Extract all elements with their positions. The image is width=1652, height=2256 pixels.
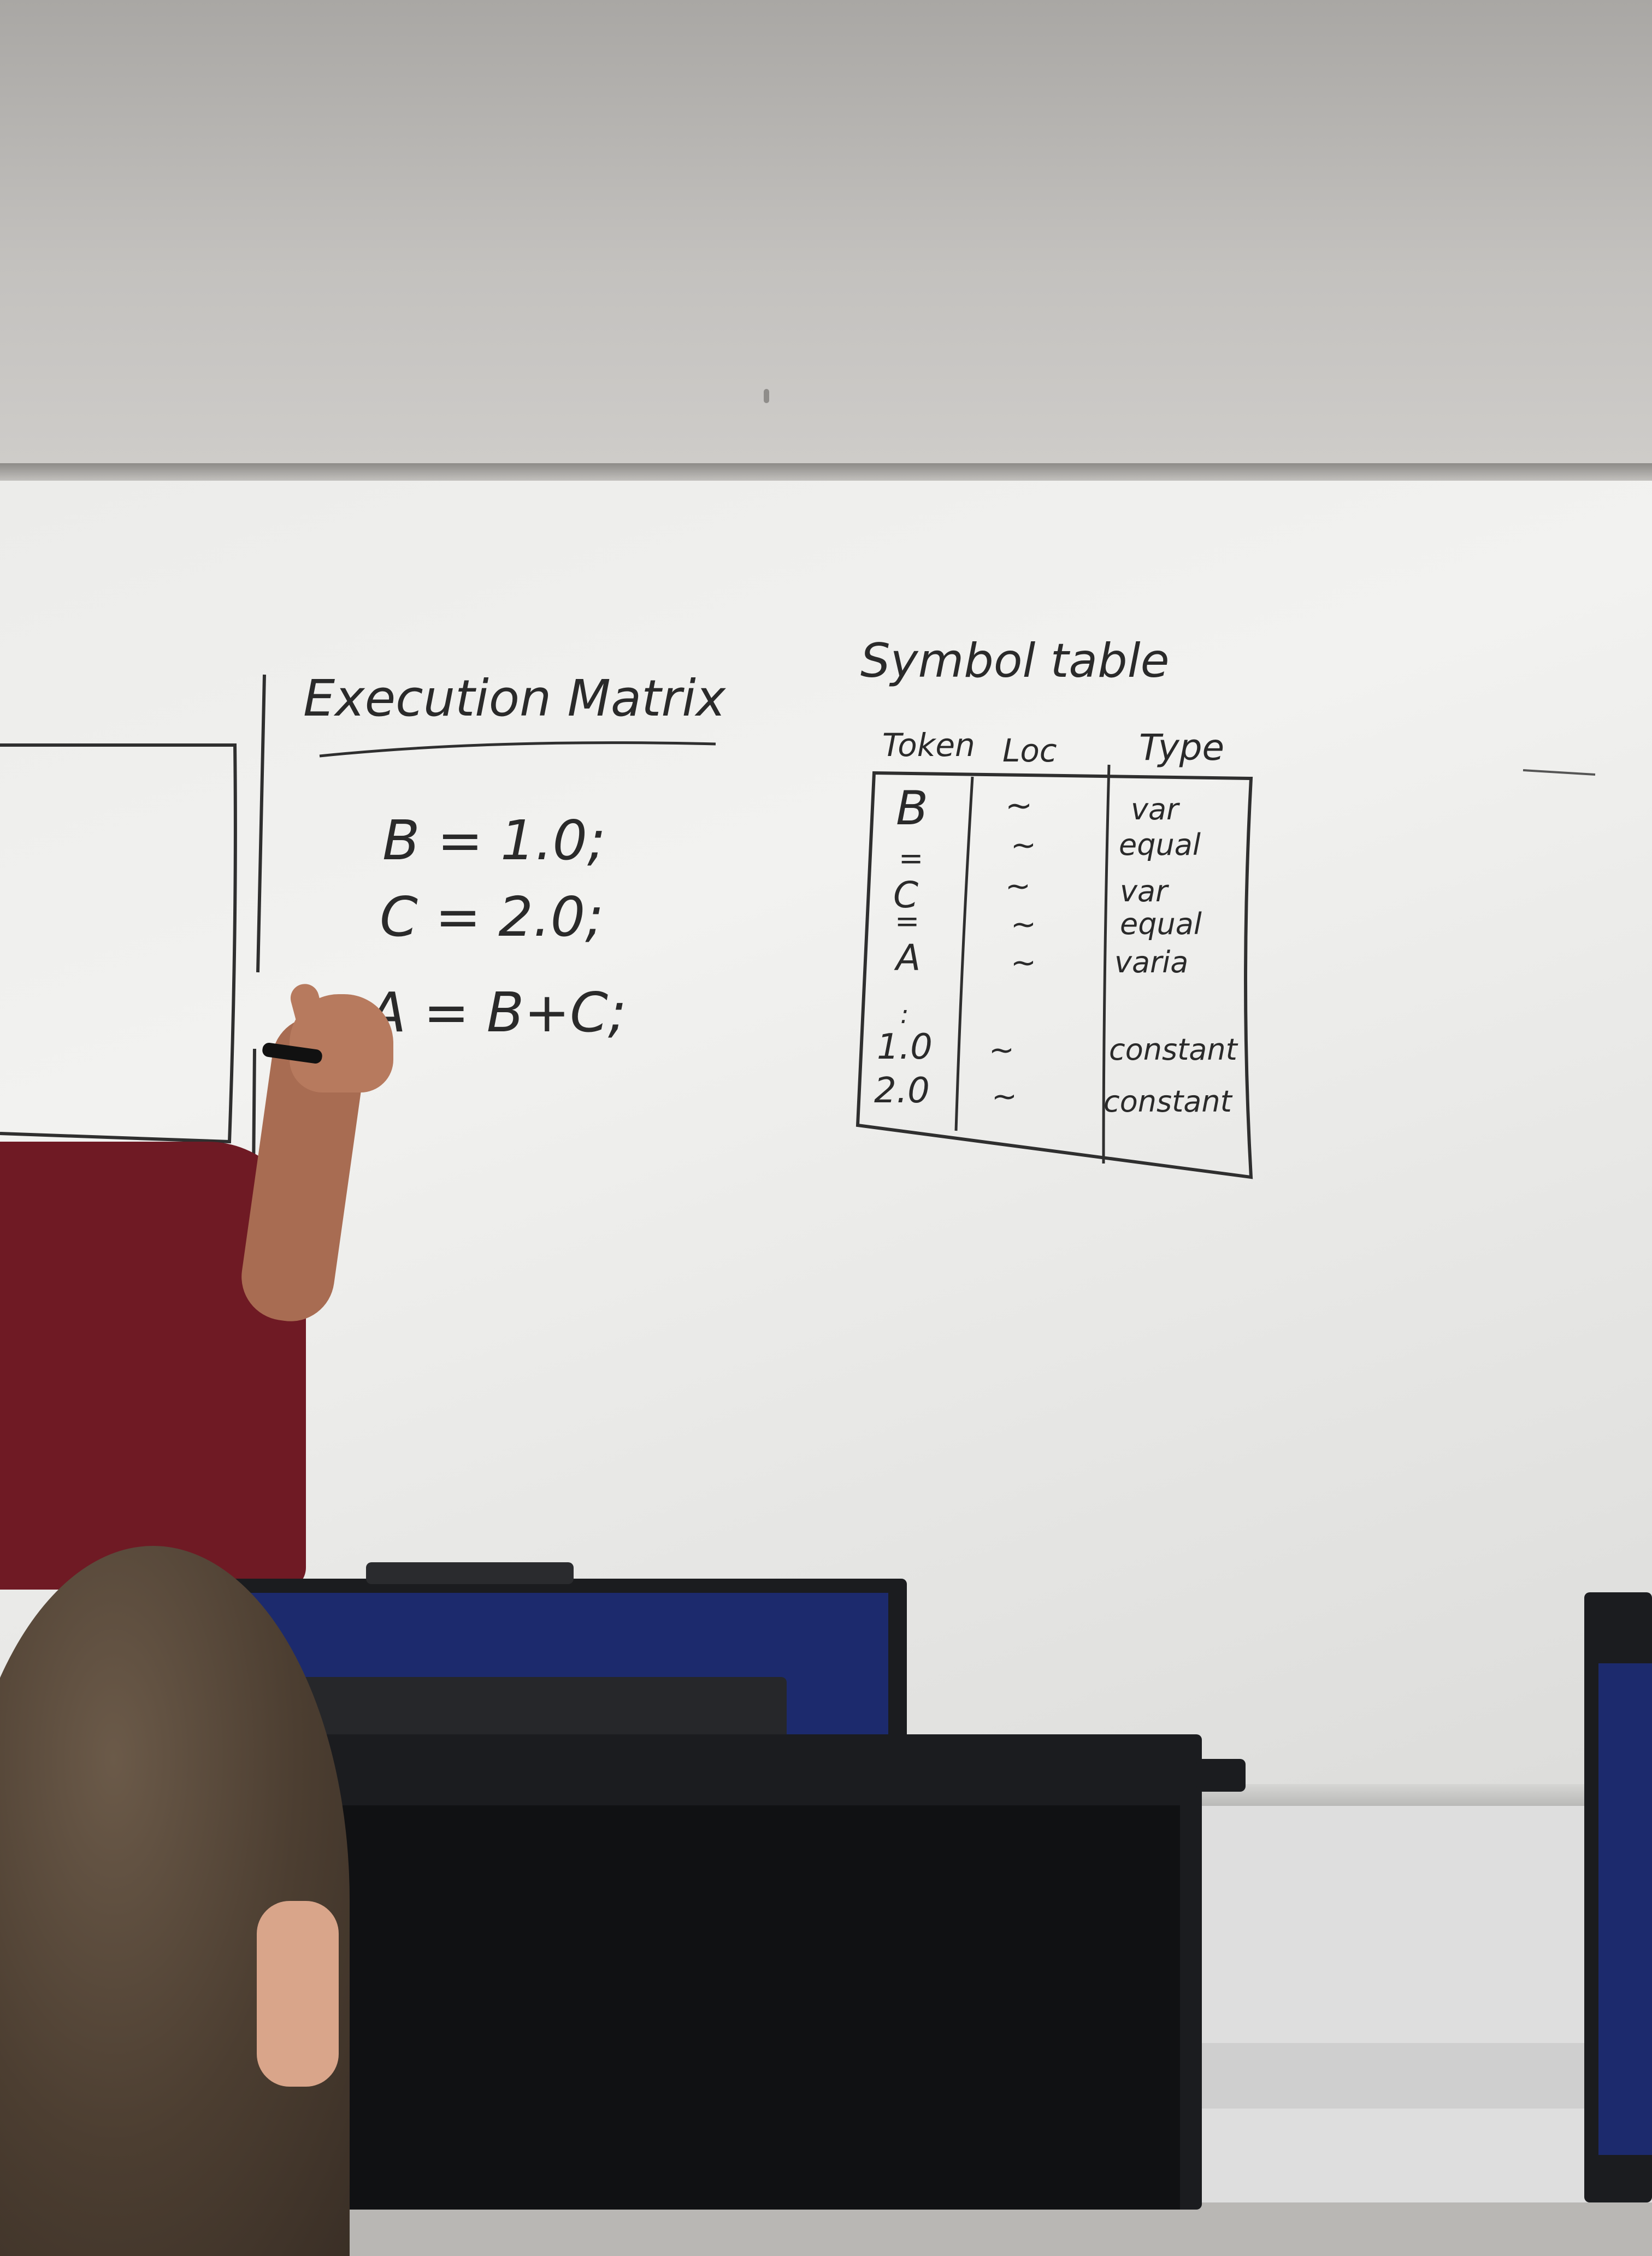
symbol-row-token: = <box>895 904 920 938</box>
symbol-row-loc: ~ <box>989 1032 1014 1068</box>
symbol-row-type: equal <box>1119 828 1201 862</box>
symbol-row-token: 2.0 <box>874 1071 930 1111</box>
symbol-row-token: : <box>900 1000 909 1029</box>
symbol-row-type: constant <box>1109 1032 1237 1067</box>
symbol-row-token: A <box>896 937 921 979</box>
symbol-table-outline <box>856 771 1253 1179</box>
symbol-row-loc: ~ <box>1011 828 1036 863</box>
execution-matrix-heading: Execution Matrix <box>303 669 726 728</box>
execution-line-3: A = B+C; <box>369 981 627 1044</box>
monitor-front <box>273 1734 1202 2210</box>
symbol-row-loc: ~ <box>1005 869 1031 904</box>
symbol-row-type: varia <box>1114 945 1189 979</box>
symbol-row-loc: ~ <box>1011 945 1036 981</box>
symbol-row-loc: ~ <box>1011 907 1036 942</box>
symbol-table-col-loc: Loc <box>1002 732 1057 769</box>
symbol-row-type: equal <box>1120 907 1202 941</box>
divider-line <box>256 674 266 973</box>
board-dash <box>1523 769 1596 776</box>
symbol-row-token: 1.0 <box>877 1027 933 1067</box>
heading-underline <box>319 741 716 758</box>
monitor-screen <box>1598 1663 1652 2155</box>
monitor-right <box>1584 1592 1652 2202</box>
board-drawings <box>0 674 1596 1432</box>
wall-mark <box>764 389 769 403</box>
symbol-row-token: B <box>896 781 928 836</box>
wall <box>0 0 1652 481</box>
student-ear <box>257 1901 339 2087</box>
symbol-row-type: var <box>1131 792 1179 826</box>
monitor-screen <box>295 1805 1180 2210</box>
symbol-row-type: var <box>1120 874 1168 908</box>
symbol-row-token: C <box>893 874 919 916</box>
left-diagram-box <box>0 743 237 1144</box>
symbol-table-col-type: Type <box>1139 727 1225 769</box>
symbol-row-type: constant <box>1104 1084 1232 1119</box>
whiteboard-top-rail <box>0 463 1652 483</box>
symbol-table-col-token: Token <box>882 727 975 764</box>
symbol-table-heading: Symbol table <box>860 634 1170 688</box>
symbol-table-col-2 <box>1102 764 1111 1164</box>
execution-line-1: B = 1.0; <box>382 808 606 872</box>
symbol-row-token: = <box>899 841 924 876</box>
symbol-row-loc: ~ <box>1005 787 1033 825</box>
monitor-stand <box>366 1562 574 1584</box>
monitor-edge <box>1196 1759 1246 1792</box>
symbol-row-loc: ~ <box>992 1079 1017 1114</box>
symbol-table-col-1 <box>954 776 974 1131</box>
desk-edge <box>1180 2043 1652 2109</box>
execution-line-2: C = 2.0; <box>380 885 604 949</box>
